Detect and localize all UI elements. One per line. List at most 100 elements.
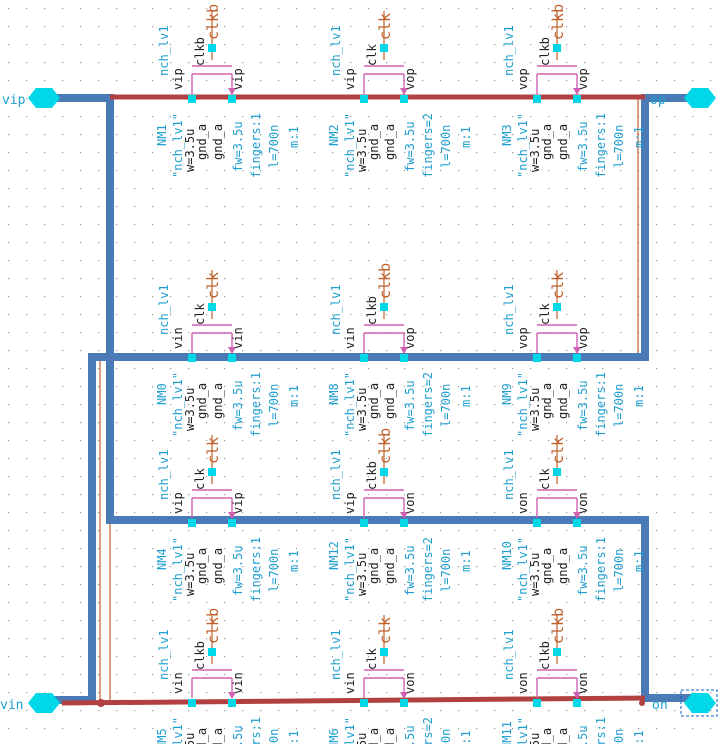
gate-pin[interactable]	[208, 648, 216, 656]
transistor-nm9[interactable]: clknch_lv1vopclkvopNM9"nch_lv1"w=3.5ugnd…	[500, 270, 646, 437]
selection-box	[680, 689, 718, 717]
drain-pin[interactable]	[188, 519, 196, 527]
pin-von[interactable]: on	[652, 689, 718, 717]
gate-pin[interactable]	[380, 648, 388, 656]
drain-pin[interactable]	[533, 699, 541, 707]
source-pin[interactable]	[228, 519, 236, 527]
transistor-nm5[interactable]: clkbnch_lv1vinclkbvinNM5"nch_lv1"w=3.5ug…	[155, 608, 301, 749]
length-label: l=700n	[612, 384, 626, 427]
transistor-nm1[interactable]: clkbnch_lv1vipclkbvipNM1"nch_lv1"w=3.5ug…	[155, 4, 301, 178]
drain-pin[interactable]	[360, 699, 368, 707]
bulk-label: gnd_a	[367, 124, 381, 160]
fw-label: fw=3.5u	[231, 725, 245, 744]
fingers-label: fingers:1	[249, 537, 263, 602]
gate-pin[interactable]	[380, 44, 388, 52]
gate-pin[interactable]	[553, 648, 561, 656]
multiplier-label: m:1	[459, 126, 473, 148]
gate-net-label: clkb	[376, 263, 394, 299]
gate-pin[interactable]	[380, 468, 388, 476]
bulk-label: gnd_a	[195, 728, 209, 744]
transistor-nm6[interactable]: clknch_lv1vinclkvonNM6"nch_lv1"w=3.5ugnd…	[327, 615, 473, 749]
source-pin[interactable]	[573, 95, 581, 103]
source-pin[interactable]	[400, 95, 408, 103]
gate-pin[interactable]	[208, 303, 216, 311]
pin-vip[interactable]: vip	[2, 88, 60, 108]
fingers-label: fingers=2	[421, 113, 435, 178]
transistor-nm2[interactable]: clknch_lv1vipclkvopNM2"nch_lv1"w=3.5ugnd…	[327, 11, 473, 178]
source-arrow	[400, 512, 408, 519]
drain-net-label: vip	[171, 68, 185, 90]
length-label: l=700n	[267, 549, 281, 592]
source-arrow	[573, 512, 581, 519]
source-pin[interactable]	[573, 699, 581, 707]
source-pin[interactable]	[573, 354, 581, 362]
source-pin[interactable]	[228, 699, 236, 707]
fw-label: fw=3.5u	[403, 545, 417, 596]
drain-net-label: von	[516, 672, 530, 694]
model-label: nch_lv1	[329, 284, 343, 335]
length-label: l=700n	[267, 125, 281, 168]
drain-pin[interactable]	[188, 699, 196, 707]
transistor-nm8[interactable]: clkbnch_lv1vinclkbvopNM8"nch_lv1"w=3.5ug…	[327, 263, 473, 437]
fingers-label: fingers=2	[421, 372, 435, 437]
instance-name: NM3	[500, 124, 514, 146]
bulk-label: gnd_a	[556, 548, 570, 584]
gate-pin[interactable]	[380, 303, 388, 311]
source-pin[interactable]	[400, 354, 408, 362]
multiplier-label: m:1	[287, 126, 301, 148]
model-label: nch_lv1	[157, 449, 171, 500]
drain-pin[interactable]	[360, 95, 368, 103]
transistor-nm10[interactable]: clknch_lv1vonclkvonNM10"nch_lv1"w=3.5ugn…	[500, 435, 646, 602]
source-arrow	[573, 347, 581, 354]
gate-pin[interactable]	[208, 44, 216, 52]
width-label: w=3.5u	[183, 388, 197, 431]
drain-pin[interactable]	[360, 354, 368, 362]
transistor-nm0[interactable]: clknch_lv1vinclkvinNM0"nch_lv1"w=3.5ugnd…	[155, 270, 301, 437]
pin-vop-icon	[684, 88, 716, 108]
model-label: nch_lv1	[502, 25, 516, 76]
transistor-nm3[interactable]: clkbnch_lv1vopclkbvopNM3"nch_lv1"w=3.5ug…	[500, 4, 646, 178]
source-net-label: von	[403, 492, 417, 514]
drain-pin[interactable]	[533, 354, 541, 362]
source-pin[interactable]	[400, 699, 408, 707]
multiplier-label: m:1	[459, 385, 473, 407]
model-label: nch_lv1	[502, 284, 516, 335]
drain-pin[interactable]	[533, 95, 541, 103]
pin-vin[interactable]: vin	[0, 693, 60, 713]
highlighted-nets	[61, 94, 646, 706]
transistor-nm4[interactable]: clknch_lv1vipclkvipNM4"nch_lv1"w=3.5ugnd…	[155, 435, 301, 602]
gate-pin[interactable]	[553, 44, 561, 52]
drain-pin[interactable]	[188, 95, 196, 103]
gate-net-label: clk	[204, 437, 222, 464]
model-label: nch_lv1	[502, 629, 516, 680]
source-pin[interactable]	[228, 354, 236, 362]
length-label: l=700n	[439, 384, 453, 427]
multiplier-label: m:1	[287, 550, 301, 572]
pin-vop[interactable]: op	[650, 88, 716, 108]
source-pin[interactable]	[573, 519, 581, 527]
model-quoted: "nch_lv1"	[171, 717, 185, 744]
drain-pin[interactable]	[360, 519, 368, 527]
fw-label: fw=3.5u	[231, 380, 245, 431]
model-quoted: "nch_lv1"	[343, 537, 357, 602]
width-label: w=3.5u	[355, 388, 369, 431]
source-pin[interactable]	[400, 519, 408, 527]
width-label: w=3.5u	[528, 129, 542, 172]
gate-pin-label: clkb	[365, 296, 379, 325]
source-arrow	[228, 347, 236, 354]
gate-pin[interactable]	[208, 468, 216, 476]
source-pin[interactable]	[228, 95, 236, 103]
gate-pin[interactable]	[553, 303, 561, 311]
fingers-label: fingers=2	[421, 717, 435, 744]
fingers-label: fingers:1	[594, 372, 608, 437]
source-net-label: von	[403, 672, 417, 694]
multiplier-label: m:1	[287, 730, 301, 744]
fw-label: fw=3.5u	[231, 121, 245, 172]
drain-pin[interactable]	[533, 519, 541, 527]
drain-pin[interactable]	[188, 354, 196, 362]
gate-pin[interactable]	[553, 468, 561, 476]
model-label: nch_lv1	[502, 449, 516, 500]
transistor-nm12[interactable]: clkbnch_lv1vipclkbvonNM12"nch_lv1"w=3.5u…	[327, 428, 473, 602]
